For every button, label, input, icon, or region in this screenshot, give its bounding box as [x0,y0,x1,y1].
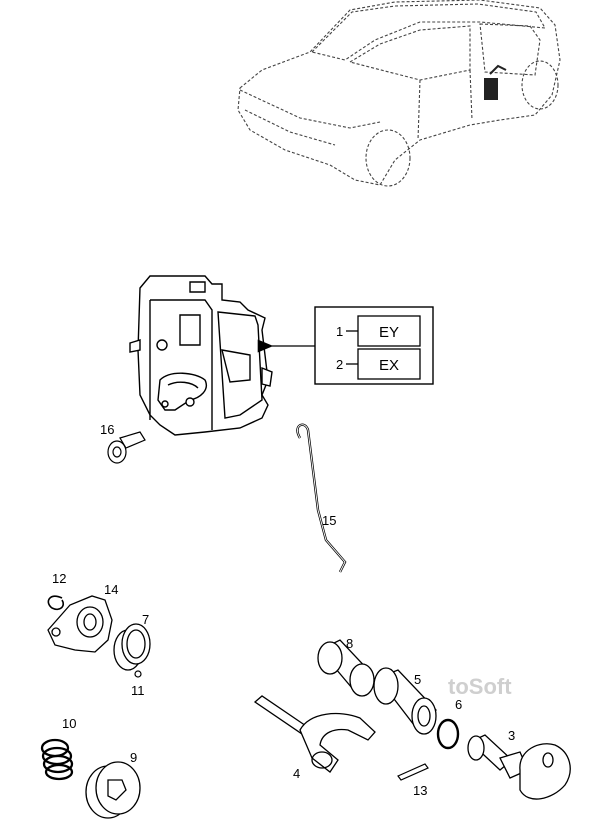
part-8-sleeve [317,639,375,697]
callout-14: 14 [104,582,118,597]
part-7-ring [113,623,151,671]
callout-13: 13 [413,783,427,798]
part-9-cap [85,761,141,819]
part-10-spring [40,738,74,781]
callout-3: 3 [508,728,515,743]
callout-16: 16 [100,422,114,437]
variant-row-1: 1 EY [336,315,421,347]
part-11-ball [134,670,142,678]
part-12-clip [47,595,65,611]
variant-code-frame-1 [357,315,421,347]
part-15-rod [296,423,347,573]
part-16-screw [107,431,146,464]
variant-code-1: EY [379,324,399,341]
car-illustration [237,0,561,187]
part-3-lock-barrel [467,734,571,800]
callout-10: 10 [62,716,76,731]
callout-9: 9 [130,750,137,765]
callout-8: 8 [346,636,353,651]
callout-12: 12 [52,571,66,586]
part-13-pin [397,763,429,781]
callout-11: 11 [131,683,145,698]
callout-6: 6 [455,697,462,712]
variant-code-frame-2 [357,348,421,380]
door-handle-marker [489,64,507,75]
door-lock-assembly [129,275,273,436]
door-lock-location-marker [484,78,498,100]
callout-5: 5 [414,672,421,687]
watermark-text: toSoft [448,674,512,699]
callout-7: 7 [142,612,149,627]
variant-row-2: 2 EX [336,348,421,380]
part-5-cylinder [373,667,437,735]
part-14-lever-plate [47,595,113,653]
variant-number-2: 2 [336,357,343,372]
callout-15: 15 [322,513,336,528]
part-4-shaft [253,695,376,773]
part-6-o-ring [436,718,460,750]
callout-4: 4 [293,766,300,781]
variant-number-1: 1 [336,324,343,339]
variant-box: 1 EY 2 EX [257,306,434,385]
variant-code-2: EX [379,357,399,374]
